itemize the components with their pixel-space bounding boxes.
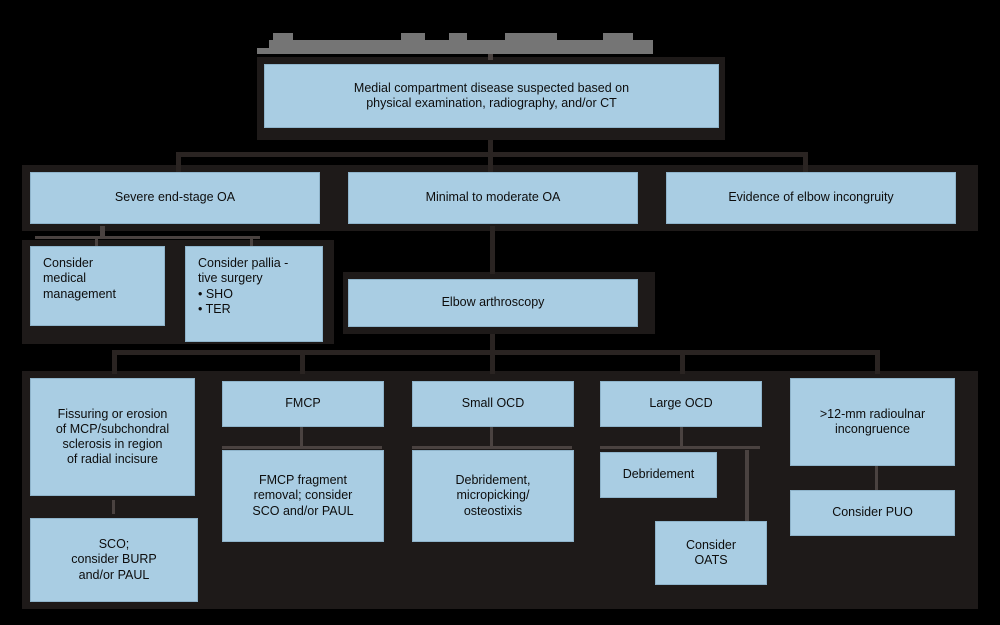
- connector-smallocd-to-debridement: [490, 426, 493, 448]
- figure-title-redaction: [257, 33, 653, 54]
- connector-drop-fissuring: [112, 350, 117, 374]
- connector-largeocd-bus: [600, 446, 760, 449]
- node-radioulnar-incongruence[interactable]: >12-mm radioulnar incongruence: [790, 378, 955, 466]
- figure-title: Treatment of Medial Compartment Disease: [257, 33, 653, 54]
- node-root[interactable]: Medial compartment disease suspected bas…: [264, 64, 719, 128]
- connector-drop-minimal: [488, 152, 493, 174]
- node-severe-end-stage-oa[interactable]: Severe end-stage OA: [30, 172, 320, 224]
- node-fmcp[interactable]: FMCP: [222, 381, 384, 427]
- connector-fissuring-to-sco: [112, 500, 115, 514]
- node-fmcp-fragment-removal[interactable]: FMCP fragment removal; consider SCO and/…: [222, 450, 384, 542]
- node-consider-medical-management[interactable]: Consider medical management: [30, 246, 165, 326]
- connector-fmcp-bus: [222, 446, 382, 449]
- connector-drop-incongruity: [803, 152, 808, 174]
- connector-arthroscopy-stem: [490, 334, 495, 352]
- connector-drop-small-ocd: [490, 350, 495, 374]
- connector-drop-severe: [176, 152, 181, 174]
- node-evidence-elbow-incongruity[interactable]: Evidence of elbow incongruity: [666, 172, 956, 224]
- connector-drop-medical: [95, 236, 98, 246]
- connector-root-stem: [488, 140, 493, 154]
- node-small-ocd[interactable]: Small OCD: [412, 381, 574, 427]
- node-fissuring-erosion[interactable]: Fissuring or erosion of MCP/subchondral …: [30, 378, 195, 496]
- connector-radioulnar-to-puo: [875, 466, 878, 490]
- node-consider-palliative-surgery[interactable]: Consider pallia - tive surgery • SHO • T…: [185, 246, 323, 342]
- connector-largeocd-to-debridement: [680, 426, 683, 448]
- connector-drop-radioulnar: [875, 350, 880, 374]
- node-elbow-arthroscopy[interactable]: Elbow arthroscopy: [348, 279, 638, 327]
- connector-severe-bus: [35, 236, 260, 239]
- connector-largeocd-to-oats-vert: [745, 450, 749, 530]
- connector-severe-stem: [100, 226, 105, 238]
- node-debridement-micropicking[interactable]: Debridement, micropicking/ osteostixis: [412, 450, 574, 542]
- connector-minimal-to-arthroscopy: [490, 226, 495, 274]
- connector-smallocd-bus: [412, 446, 572, 449]
- connector-fmcp-to-removal: [300, 426, 303, 448]
- connector-drop-fmcp: [300, 350, 305, 374]
- node-sco-consider-burp[interactable]: SCO; consider BURP and/or PAUL: [30, 518, 198, 602]
- node-minimal-to-moderate-oa[interactable]: Minimal to moderate OA: [348, 172, 638, 224]
- connector-title-to-root: [488, 52, 493, 60]
- node-large-ocd[interactable]: Large OCD: [600, 381, 762, 427]
- node-debridement[interactable]: Debridement: [600, 452, 717, 498]
- node-consider-puo[interactable]: Consider PUO: [790, 490, 955, 536]
- connector-bottom-bus: [112, 350, 880, 355]
- connector-drop-large-ocd: [680, 350, 685, 374]
- connector-drop-palliative: [250, 236, 253, 246]
- node-consider-oats[interactable]: Consider OATS: [655, 521, 767, 585]
